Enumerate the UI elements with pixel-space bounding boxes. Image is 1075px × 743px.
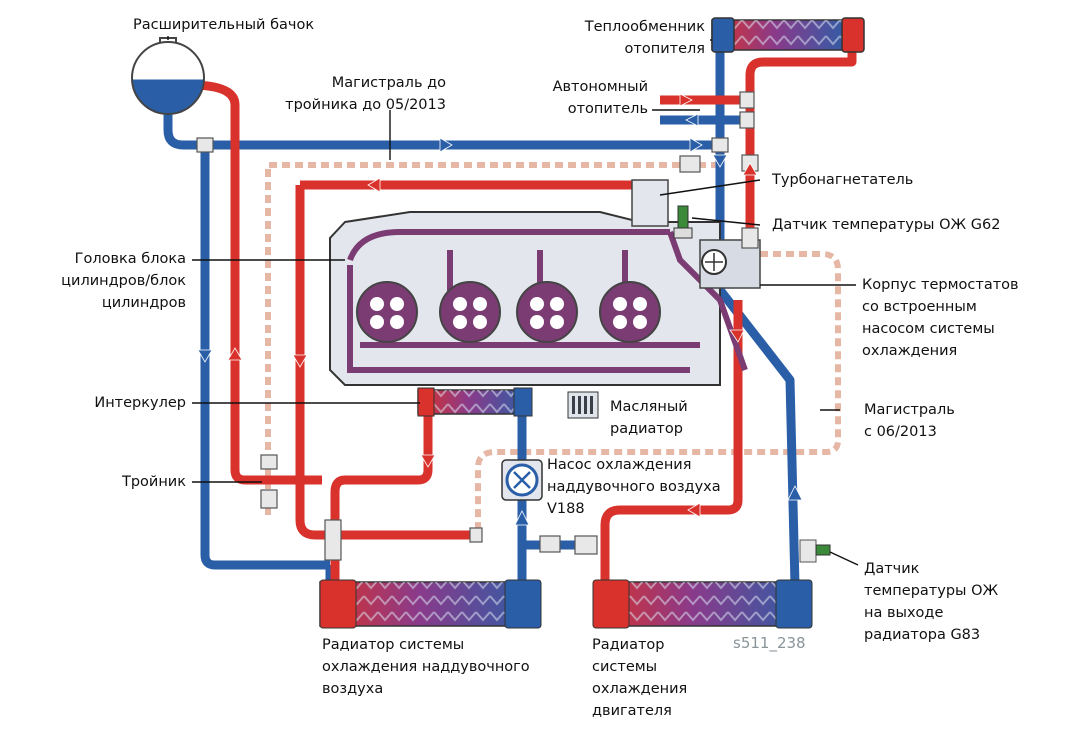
charge-air-radiator — [319, 579, 542, 629]
charge-air-pump-v188 — [501, 459, 543, 501]
label-cylinder-head: Головка блока цилиндров/блок цилиндров — [61, 251, 186, 311]
label-aux-heater: Автономный отопитель — [552, 79, 648, 117]
oil-cooler — [567, 391, 599, 419]
label-line-from-06-2013: Магистраль с 06/2013 — [864, 402, 955, 440]
label-expansion-tank: Расширительный бачок — [133, 17, 315, 33]
label-charge-air-radiator: Радиатор системы охлаждения наддувочного… — [322, 637, 530, 697]
heater-core — [711, 17, 865, 53]
label-line-to-tee: Магистраль до тройника до 05/2013 — [285, 75, 446, 113]
label-oil-cooler: Масляный радиатор — [610, 399, 688, 437]
label-tee: Тройник — [121, 474, 186, 490]
label-heater-core: Теплообменник отопителя — [584, 19, 705, 57]
label-sensor-g83: Датчик температуры ОЖ на выходе радиатор… — [864, 561, 999, 643]
label-turbocharger: Турбонагнетатель — [772, 172, 914, 188]
label-thermostat-housing: Корпус термостатов со встроенным насосом… — [862, 277, 1019, 359]
expansion-tank — [131, 37, 205, 115]
sensor-g83 — [799, 539, 831, 563]
engine-radiator — [592, 579, 813, 629]
tee-connectors — [196, 91, 759, 561]
label-charge-air-pump: Насос охлаждения наддувочного воздуха V1… — [547, 457, 721, 517]
line-from-06-2013 — [265, 162, 841, 540]
flow-arrows — [197, 93, 803, 526]
turbocharger — [631, 179, 669, 227]
sensor-g62 — [673, 205, 693, 239]
intercooler — [417, 387, 533, 417]
engine-block — [329, 211, 748, 386]
label-engine-radiator: Радиатор системы охлаждения двигателя — [592, 637, 688, 719]
figure-code: s511_238 — [733, 634, 806, 652]
label-sensor-g62: Датчик температуры ОЖ G62 — [772, 217, 1001, 233]
leader-lines — [167, 36, 859, 566]
label-intercooler: Интеркулер — [94, 395, 186, 411]
